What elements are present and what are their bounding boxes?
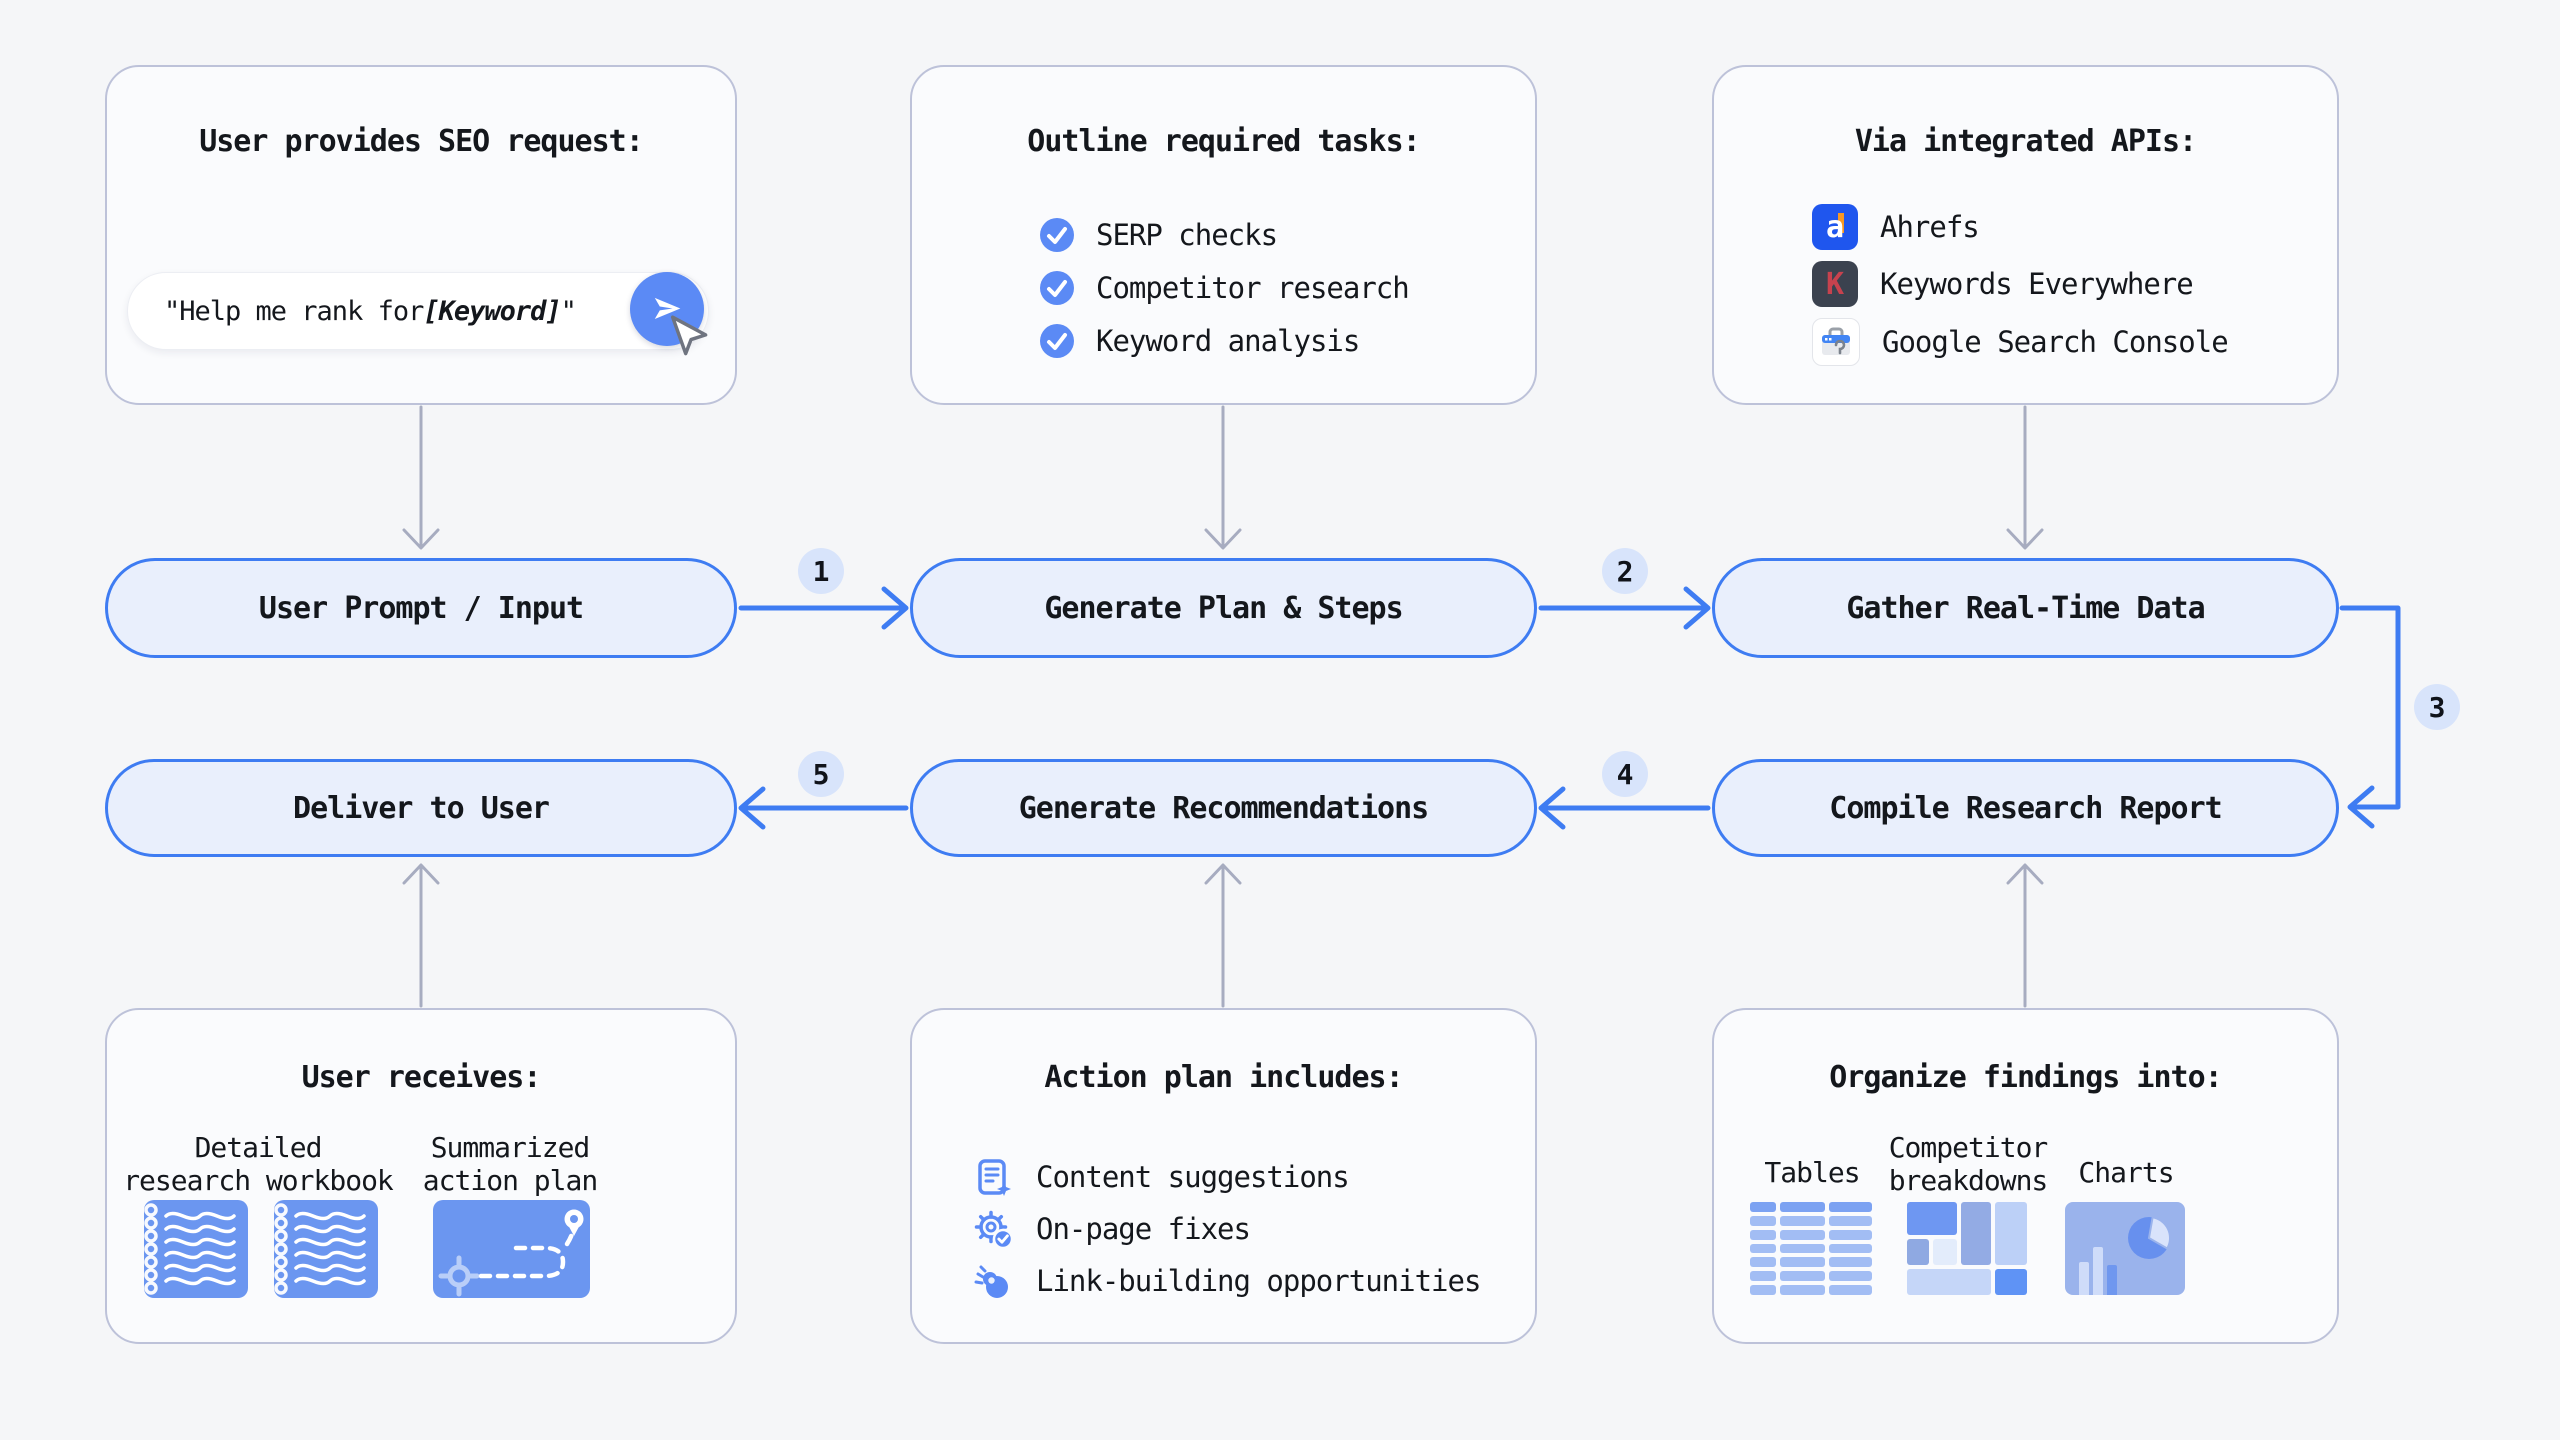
treemap-block: [1933, 1239, 1957, 1265]
flow-node-generate-plan: Generate Plan & Steps: [910, 558, 1537, 658]
card-seo-request-title: User provides SEO request:: [199, 124, 644, 159]
bar-chart-bar: [2079, 1262, 2089, 1295]
treemap-graphic: [1907, 1202, 2027, 1295]
pie-chart-icon: [2128, 1216, 2172, 1259]
flow-node-label: Gather Real-Time Data: [1846, 590, 2205, 626]
caption-charts: Charts: [2078, 1156, 2174, 1189]
plan-item-link-building: Link-building opportunities: [972, 1260, 1481, 1302]
check-icon: [1040, 324, 1074, 358]
flow-node-deliver: Deliver to User: [105, 759, 737, 857]
bar-chart-bar: [2093, 1247, 2103, 1295]
task-item-serp-checks: SERP checks: [1040, 218, 1278, 252]
connector-up-center: [1204, 863, 1242, 1008]
connector-down-center: [1204, 405, 1242, 550]
mouse-cursor-icon: [670, 315, 708, 356]
treemap-block: [1907, 1269, 1991, 1295]
caption-research-workbook: Detailed research workbook: [123, 1131, 394, 1197]
flow-node-gather-data: Gather Real-Time Data: [1712, 558, 2339, 658]
paper-plane-icon: [654, 297, 681, 319]
table-graphic: [1750, 1202, 1872, 1295]
seo-request-input-close-quote: ": [560, 295, 577, 327]
step-badge-4: 4: [1602, 751, 1648, 797]
connector-down-right: [2006, 405, 2044, 550]
caption-tables: Tables: [1764, 1156, 1860, 1189]
seo-request-input-text: "Help me rank for: [164, 295, 424, 327]
arrow-step3: [2339, 605, 2401, 810]
link-building-icon: [974, 1265, 1008, 1298]
step-badge-5: 5: [798, 751, 844, 797]
card-action-plan: Action plan includes:: [910, 1008, 1537, 1344]
on-page-fixes-icon: [974, 1210, 1014, 1250]
task-label: SERP checks: [1096, 218, 1278, 252]
flow-node-label: Compile Research Report: [1829, 790, 2222, 826]
treemap-block: [1995, 1269, 2027, 1295]
flow-node-label: User Prompt / Input: [258, 590, 584, 626]
ahrefs-icon: a: [1812, 204, 1858, 250]
seo-request-input[interactable]: "Help me rank for [Keyword]": [127, 272, 709, 350]
card-required-tasks-title: Outline required tasks:: [1027, 124, 1420, 159]
check-icon: [1040, 271, 1074, 305]
flow-node-label: Generate Recommendations: [1018, 790, 1429, 826]
flow-node-user-prompt: User Prompt / Input: [105, 558, 737, 658]
plan-label: On-page fixes: [1036, 1212, 1251, 1246]
caption-action-plan: Summarized action plan: [422, 1131, 598, 1197]
plan-item-content-suggestions: Content suggestions: [972, 1156, 1350, 1198]
keywords-everywhere-icon: K: [1812, 261, 1858, 307]
connector-up-left: [402, 863, 440, 1008]
api-label: Keywords Everywhere: [1880, 267, 2194, 301]
plan-item-on-page-fixes: On-page fixes: [972, 1208, 1251, 1250]
arrowhead-step4: [1538, 786, 1566, 830]
treemap-block: [1995, 1202, 2027, 1265]
arrowhead-step2: [1683, 586, 1711, 630]
task-item-competitor-research: Competitor research: [1040, 271, 1410, 305]
flow-node-label: Generate Plan & Steps: [1044, 590, 1403, 626]
content-suggestions-icon: [978, 1159, 1011, 1196]
step-badge-1: 1: [798, 548, 844, 594]
seo-request-keyword: [Keyword]: [423, 295, 561, 327]
card-action-plan-title: Action plan includes:: [1044, 1060, 1403, 1095]
notebook-icon: [144, 1200, 248, 1298]
connector-up-right: [2006, 863, 2044, 1008]
plan-label: Content suggestions: [1036, 1160, 1350, 1194]
card-organize-findings-title: Organize findings into:: [1829, 1060, 2222, 1095]
treemap-block: [1961, 1202, 1991, 1265]
task-item-keyword-analysis: Keyword analysis: [1040, 324, 1360, 358]
step-badge-2: 2: [1602, 548, 1648, 594]
notebook-icon: [274, 1200, 378, 1298]
arrowhead-step1: [881, 586, 909, 630]
route-map-icon: [433, 1200, 590, 1298]
task-label: Competitor research: [1096, 271, 1410, 305]
api-label: Ahrefs: [1880, 210, 1980, 244]
flow-node-compile-report: Compile Research Report: [1712, 759, 2339, 857]
step-badge-3: 3: [2414, 684, 2460, 730]
flow-node-recommendations: Generate Recommendations: [910, 759, 1537, 857]
card-required-tasks: Outline required tasks:: [910, 65, 1537, 405]
connector-down-left: [402, 405, 440, 550]
caption-competitor-breakdowns: Competitor breakdowns: [1888, 1131, 2049, 1197]
google-search-console-icon: [1812, 318, 1860, 366]
check-icon: [1040, 218, 1074, 252]
api-item-google-search-console: Google Search Console: [1812, 318, 2229, 366]
bar-chart-bar: [2107, 1265, 2117, 1295]
arrowhead-step5: [738, 786, 766, 830]
api-label: Google Search Console: [1882, 325, 2229, 359]
api-item-keywords-everywhere: K Keywords Everywhere: [1812, 261, 2194, 307]
task-label: Keyword analysis: [1096, 324, 1360, 358]
flow-node-label: Deliver to User: [293, 790, 550, 826]
charts-graphic: [2065, 1202, 2185, 1295]
arrowhead-step3: [2347, 785, 2375, 829]
card-seo-request: User provides SEO request:: [105, 65, 737, 405]
api-item-ahrefs: a Ahrefs: [1812, 204, 1980, 250]
treemap-block: [1907, 1202, 1957, 1235]
card-user-receives-title: User receives:: [301, 1060, 542, 1095]
treemap-block: [1907, 1239, 1929, 1265]
card-integrated-apis-title: Via integrated APIs:: [1854, 124, 2197, 159]
plan-label: Link-building opportunities: [1036, 1264, 1481, 1298]
